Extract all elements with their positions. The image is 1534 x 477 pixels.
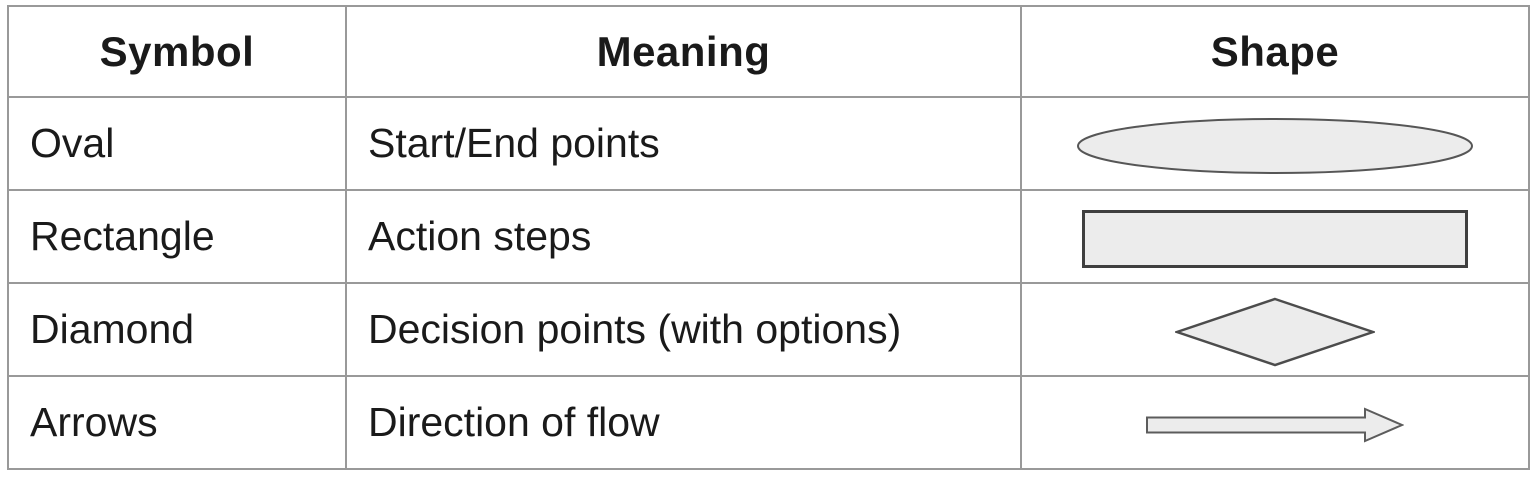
- column-header-shape: Shape: [1020, 5, 1530, 98]
- symbol-label: Arrows: [7, 375, 347, 470]
- arrow-icon: [1146, 407, 1404, 443]
- header-row: Symbol Meaning Shape: [7, 5, 1530, 98]
- table-row-arrows: Arrows Direction of flow: [7, 375, 1530, 470]
- shape-cell: [1020, 96, 1530, 191]
- table-row-rectangle: Rectangle Action steps: [7, 189, 1530, 284]
- symbols-table: Symbol Meaning Shape Oval Start/End poin…: [7, 5, 1530, 470]
- meaning-label: Action steps: [345, 189, 1022, 284]
- shape-cell: [1020, 189, 1530, 284]
- column-header-symbol: Symbol: [7, 5, 347, 98]
- shape-cell: [1020, 375, 1530, 470]
- flowchart-symbols-legend: Symbol Meaning Shape Oval Start/End poin…: [7, 5, 1530, 470]
- rectangle-icon: [1082, 210, 1468, 268]
- shape-cell: [1020, 282, 1530, 377]
- table-row-oval: Oval Start/End points: [7, 96, 1530, 191]
- meaning-label: Start/End points: [345, 96, 1022, 191]
- column-header-meaning: Meaning: [345, 5, 1022, 98]
- symbol-label: Oval: [7, 96, 347, 191]
- meaning-label: Decision points (with options): [345, 282, 1022, 377]
- table-row-diamond: Diamond Decision points (with options): [7, 282, 1530, 377]
- meaning-label: Direction of flow: [345, 375, 1022, 470]
- oval-icon: [1077, 118, 1473, 174]
- symbol-label: Diamond: [7, 282, 347, 377]
- diamond-icon: [1175, 297, 1375, 367]
- symbol-label: Rectangle: [7, 189, 347, 284]
